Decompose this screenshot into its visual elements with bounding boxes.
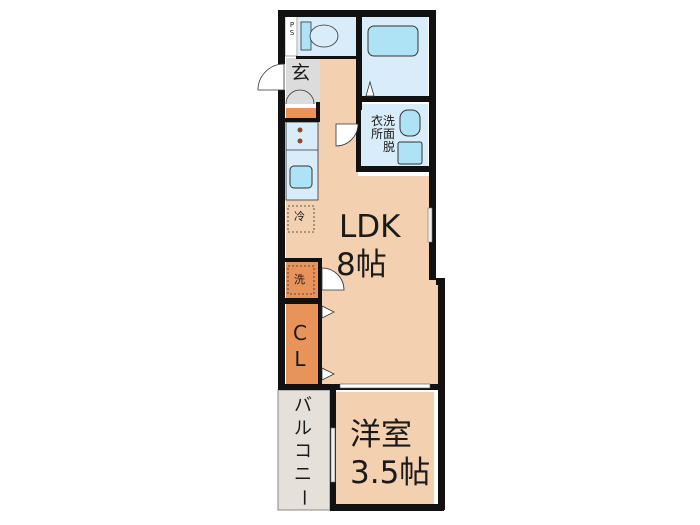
sink-icon: [399, 109, 421, 137]
sliding-door[interactable]: [339, 383, 431, 389]
window: [427, 207, 433, 243]
stove-burner-icon: [297, 127, 303, 133]
washer-door[interactable]: [321, 267, 345, 291]
entrance-floor: [286, 58, 320, 104]
western-room-size: 3.5帖: [350, 455, 431, 491]
balcony-window: [330, 427, 336, 483]
closet: [286, 304, 318, 384]
balcony-label: バ ル コ ニ ー: [292, 395, 314, 507]
washer-pan-icon: [397, 141, 423, 165]
ldk-size: 8帖: [336, 247, 387, 283]
western-room-name: 洋室: [350, 417, 412, 453]
entrance-label: 玄: [291, 62, 311, 84]
fridge-symbol: 冷: [294, 210, 305, 223]
washroom-door[interactable]: [335, 123, 359, 147]
stove-burner-icon: [297, 138, 303, 144]
washroom-label: 衣所 洗面脱: [371, 114, 396, 154]
entrance-door[interactable]: [257, 63, 285, 91]
toilet-tank-icon: [300, 21, 312, 51]
washer-space: [287, 265, 315, 295]
kitchen-sink-icon: [289, 165, 313, 189]
fridge-space: [287, 205, 315, 233]
western-room-floor: [336, 392, 434, 504]
ldk-name: LDK: [339, 209, 401, 245]
washer-symbol: 洗: [294, 273, 305, 286]
ldk-floor: [320, 118, 438, 384]
bathtub-icon: [367, 25, 419, 57]
toilet-icon: [309, 24, 339, 48]
